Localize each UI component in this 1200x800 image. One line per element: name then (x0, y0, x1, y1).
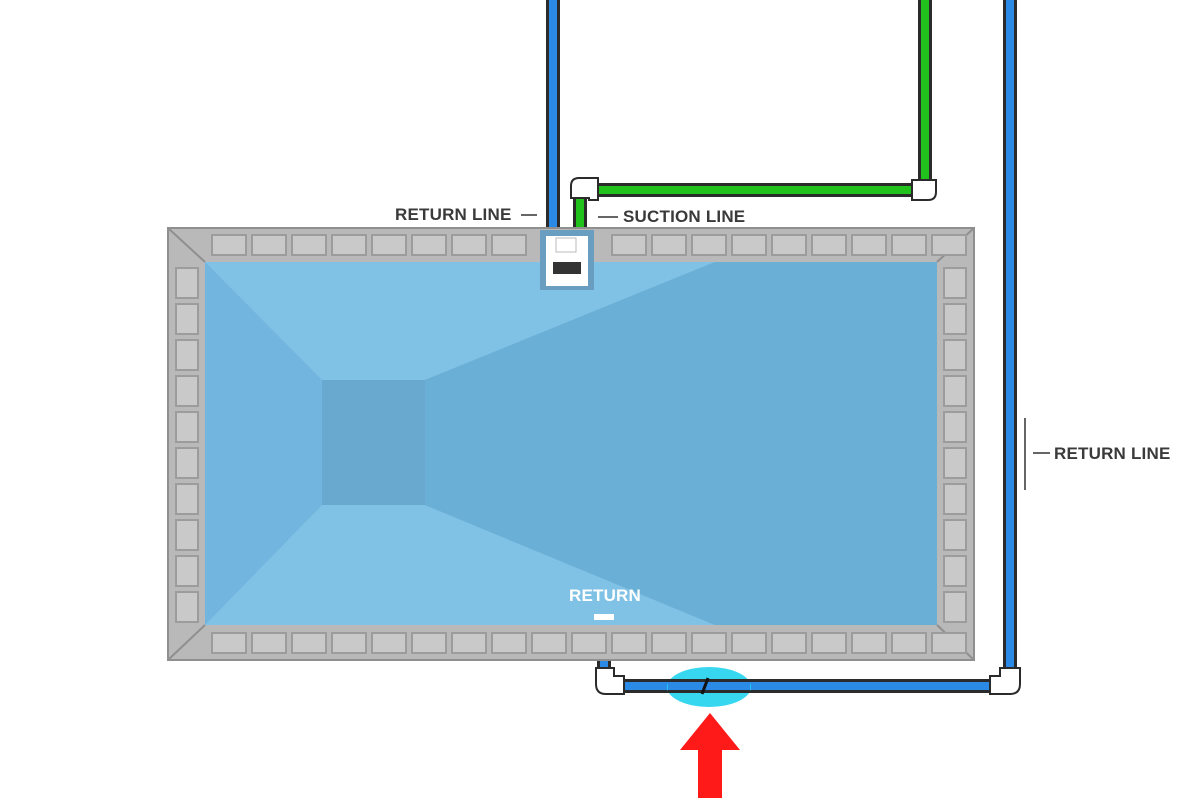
coping-tile (291, 234, 327, 256)
coping-tile (251, 632, 287, 654)
coping-tile (491, 234, 527, 256)
coping-tile (943, 519, 967, 551)
suction-elbow-right (911, 179, 937, 201)
red-arrow-icon (680, 713, 740, 798)
coping-tile (291, 632, 327, 654)
coping-tile (175, 483, 199, 515)
coping-tile (943, 483, 967, 515)
return-inlet-label: RETURN (569, 586, 641, 605)
coping-tile (175, 555, 199, 587)
coping-tile (943, 555, 967, 587)
coping-tile (571, 632, 607, 654)
coping-tile (943, 303, 967, 335)
pool: RETURN (167, 227, 975, 661)
coping-tile (731, 234, 767, 256)
coping-tile (531, 632, 567, 654)
coping-tile (943, 411, 967, 443)
coping-tile (691, 632, 727, 654)
return-inlet-fitting (594, 614, 614, 620)
coping-tile (651, 632, 687, 654)
coping-tile (611, 632, 647, 654)
coping-tiles (175, 234, 967, 654)
return-line-top-label: RETURN LINE (395, 205, 511, 224)
coping-tile (851, 234, 887, 256)
coping-tile (251, 234, 287, 256)
coping-tile (943, 339, 967, 371)
coping-tile (175, 519, 199, 551)
coping-tile (211, 632, 247, 654)
pool-water (205, 262, 937, 625)
suction-line (576, 0, 929, 232)
return-elbow-left (595, 667, 625, 695)
coping-tile (331, 234, 367, 256)
coping-tile (931, 234, 967, 256)
coping-tile (811, 234, 847, 256)
suction-line-label: SUCTION LINE (623, 207, 745, 226)
coping-tile (331, 632, 367, 654)
coping-tile (943, 591, 967, 623)
coping-tile (943, 447, 967, 479)
coping-tile (891, 632, 927, 654)
coping-tile (451, 234, 487, 256)
coping-tile (691, 234, 727, 256)
coping-tile (811, 632, 847, 654)
coping-tile (931, 632, 967, 654)
coping-tile (943, 267, 967, 299)
coping-tile (731, 632, 767, 654)
pipe-crack (700, 677, 710, 695)
coping-tile (175, 447, 199, 479)
coping-tile (175, 375, 199, 407)
coping-tile (651, 234, 687, 256)
coping-tile (451, 632, 487, 654)
pipes-top (546, 0, 1017, 676)
coping-tile (175, 591, 199, 623)
coping-tile (943, 375, 967, 407)
coping-tile (611, 234, 647, 256)
coping-tile (371, 234, 407, 256)
coping-tile (175, 339, 199, 371)
labels: RETURN LINE SUCTION LINE RETURN LINE (395, 205, 1170, 490)
coping-tile (175, 411, 199, 443)
coping-tile (411, 632, 447, 654)
coping-tile (851, 632, 887, 654)
coping-tile (771, 234, 807, 256)
coping-tile (491, 632, 527, 654)
return-elbow-right (989, 667, 1021, 695)
coping-tile (771, 632, 807, 654)
coping-tile (371, 632, 407, 654)
return-line-right-label: RETURN LINE (1054, 444, 1170, 463)
skimmer-icon (540, 230, 594, 290)
suction-elbow-left (570, 177, 599, 201)
coping-tile (891, 234, 927, 256)
suction-line-outline (573, 0, 932, 232)
leak-indicator (667, 667, 751, 798)
coping-tile (211, 234, 247, 256)
coping-tile (175, 303, 199, 335)
coping-tile (175, 267, 199, 299)
coping-tile (411, 234, 447, 256)
